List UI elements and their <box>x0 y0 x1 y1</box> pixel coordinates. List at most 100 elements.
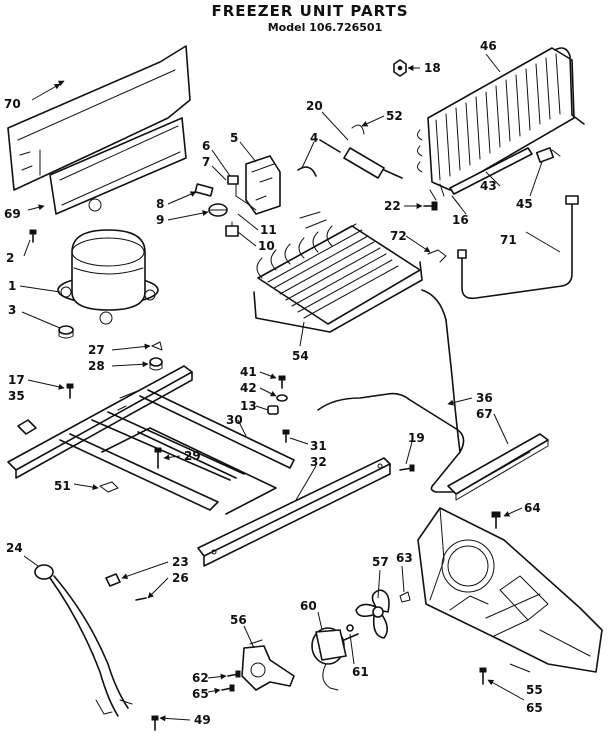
callout-3: 3 <box>8 303 16 317</box>
spacer <box>267 405 279 415</box>
callout-31: 31 <box>310 439 327 453</box>
callout-61: 61 <box>352 665 369 679</box>
page-title: FREEZER UNIT PARTS <box>211 2 408 20</box>
screw <box>135 597 147 601</box>
heater-wire <box>297 166 317 177</box>
callout-27: 27 <box>88 343 105 357</box>
grommet <box>58 325 74 339</box>
model-number: Model 106.726501 <box>268 21 383 34</box>
callout-18: 18 <box>424 61 441 75</box>
callout-4: 4 <box>310 131 318 145</box>
callout-70: 70 <box>4 97 21 111</box>
terminal <box>227 175 239 197</box>
washer <box>276 394 288 402</box>
callout-5: 5 <box>230 131 238 145</box>
callout-30: 30 <box>226 413 243 427</box>
callout-57: 57 <box>372 555 389 569</box>
callout-11: 11 <box>260 223 277 237</box>
mounting-clip <box>17 419 37 435</box>
callout-17: 17 <box>8 373 25 387</box>
callout-2: 2 <box>6 251 14 265</box>
callout-19: 19 <box>408 431 425 445</box>
hex-nut <box>393 59 407 77</box>
callout-41: 41 <box>240 365 257 379</box>
callout-16: 16 <box>452 213 469 227</box>
callout-26: 26 <box>172 571 189 585</box>
callout-32: 32 <box>310 455 327 469</box>
callout-51: 51 <box>54 479 71 493</box>
tube-clamp <box>427 249 447 263</box>
callout-13: 13 <box>240 399 257 413</box>
clip <box>399 591 411 603</box>
callout-10: 10 <box>258 239 275 253</box>
callout-28: 28 <box>88 359 105 373</box>
heat-exchanger-line <box>317 319 465 493</box>
callout-46: 46 <box>480 39 497 53</box>
bimetal-thermostat <box>208 203 228 217</box>
screw <box>227 670 241 678</box>
callout-42: 42 <box>240 381 257 395</box>
screw <box>151 715 159 731</box>
callout-45: 45 <box>516 197 533 211</box>
filter-drier <box>319 124 403 179</box>
callout-6: 6 <box>202 139 210 153</box>
callout-36: 36 <box>476 391 493 405</box>
callout-67: 67 <box>476 407 493 421</box>
compressor <box>57 229 159 325</box>
defrost-timer <box>245 155 281 215</box>
callout-63: 63 <box>396 551 413 565</box>
callout-72: 72 <box>390 229 407 243</box>
callout-8: 8 <box>156 197 164 211</box>
drain-trough <box>447 433 549 501</box>
screw <box>479 667 487 685</box>
screw <box>29 229 37 243</box>
screw <box>491 511 501 529</box>
drain-heater-clip <box>235 195 257 211</box>
callout-29: 29 <box>184 449 201 463</box>
wire-harness <box>34 564 133 717</box>
condenser-coil <box>416 47 585 201</box>
clip <box>151 341 163 351</box>
resistor <box>194 183 214 197</box>
callout-24: 24 <box>6 541 23 555</box>
callout-22: 22 <box>384 199 401 213</box>
tube-clip <box>535 147 561 163</box>
screw <box>423 201 438 211</box>
screw <box>278 375 286 389</box>
support-rail <box>197 457 391 567</box>
callout-60: 60 <box>300 599 317 613</box>
callout-65: 65 <box>192 687 209 701</box>
callout-7: 7 <box>202 155 210 169</box>
wire-clip <box>99 481 119 493</box>
callout-43: 43 <box>480 179 497 193</box>
rear-access-panel <box>7 45 191 215</box>
cable-clamp <box>105 573 121 587</box>
callout-52: 52 <box>386 109 403 123</box>
callout-20: 20 <box>306 99 323 113</box>
callout-56: 56 <box>230 613 247 627</box>
shaft-nut <box>346 624 354 632</box>
screw <box>66 383 74 399</box>
evaporator <box>253 211 447 333</box>
callout-71: 71 <box>500 233 517 247</box>
leader-lines <box>19 53 561 722</box>
callout-49: 49 <box>194 713 211 727</box>
motor-mount <box>241 639 295 691</box>
callout-23: 23 <box>172 555 189 569</box>
screw <box>221 684 235 692</box>
callout-64: 64 <box>524 501 541 515</box>
grommet <box>149 357 163 371</box>
callout-1: 1 <box>8 279 16 293</box>
callout-9: 9 <box>156 213 164 227</box>
wire-connector <box>225 221 239 237</box>
callout-labels: 70 69 2 1 3 18 46 20 52 5 4 6 7 8 9 11 1… <box>4 39 543 727</box>
callout-65-bottom: 65 <box>526 701 543 715</box>
screw <box>399 464 415 472</box>
callout-55: 55 <box>526 683 543 697</box>
callout-62: 62 <box>192 671 209 685</box>
callout-54: 54 <box>292 349 309 363</box>
fan-blade <box>355 589 390 639</box>
fan-bracket-housing <box>417 507 603 673</box>
suction-line <box>457 195 579 300</box>
